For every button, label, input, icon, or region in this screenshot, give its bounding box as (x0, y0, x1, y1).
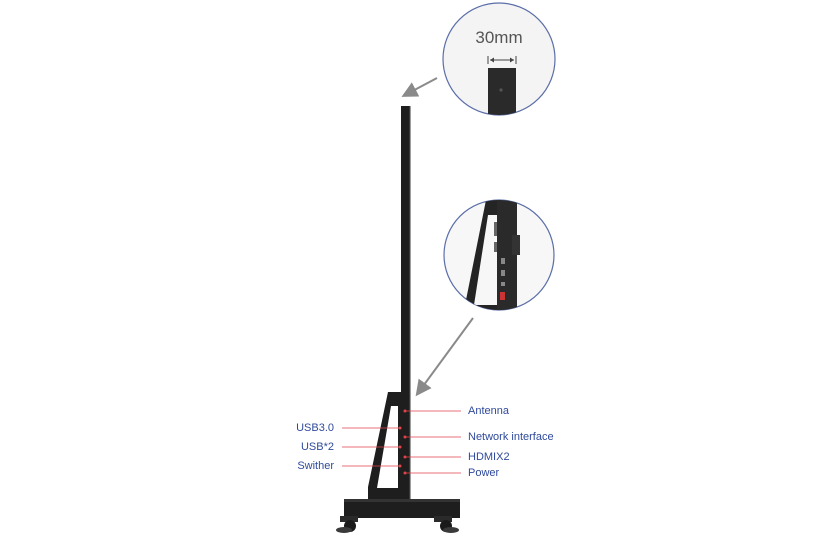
port-label-usb2: USB*2 (300, 441, 334, 453)
panel-edge-closeup (488, 68, 516, 115)
port-markers (398, 409, 407, 475)
base-plate (344, 499, 460, 518)
display-panel (401, 106, 410, 504)
caster-wheels (336, 516, 459, 533)
port-label-power: Power (468, 467, 500, 479)
thickness-callout (442, 2, 556, 116)
leader-lines-left (342, 427, 399, 467)
ports-callout (443, 199, 555, 311)
ports-arrow (415, 317, 474, 397)
port-label-usb3: USB3.0 (296, 422, 334, 434)
port-label-network: Network interface (468, 431, 554, 443)
port-label-switcher: Swither (297, 460, 334, 472)
thickness-label: 30mm (475, 28, 522, 47)
port-label-antenna: Antenna (468, 405, 509, 417)
top-arrow (401, 77, 438, 97)
leader-lines-right (406, 410, 461, 474)
port-label-hdmi: HDMIX2 (468, 451, 510, 463)
